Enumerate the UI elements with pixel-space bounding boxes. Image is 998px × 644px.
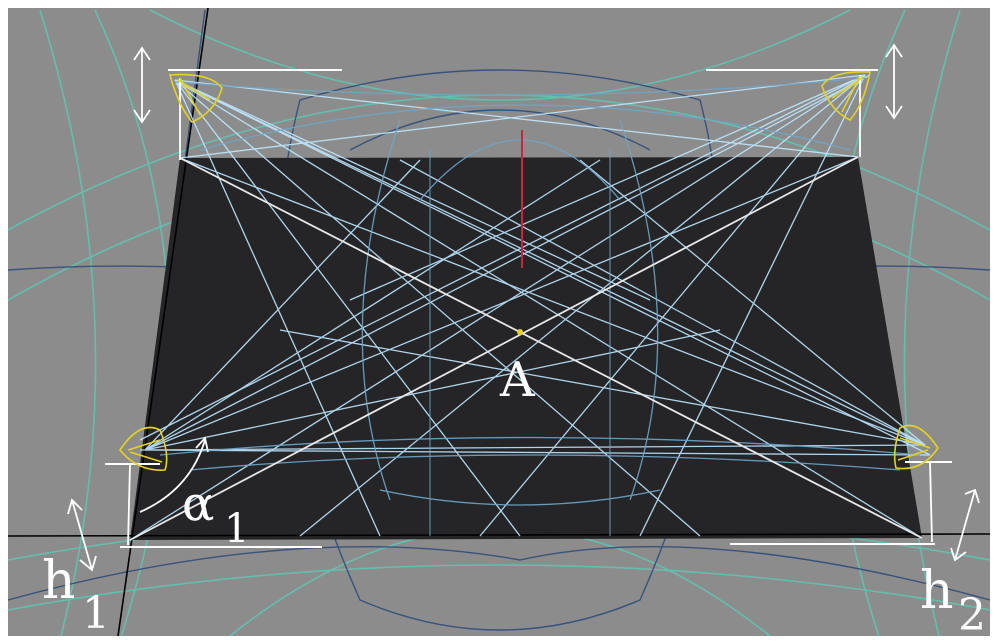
light-fixture-top-right — [821, 70, 871, 121]
height-h1-symbol: h — [42, 551, 76, 611]
height-h2-symbol: h — [920, 561, 954, 621]
plate-diagonals — [129, 156, 923, 541]
light-fixture-top-left — [168, 73, 223, 123]
light-fixture-bottom-right — [893, 424, 939, 470]
point-a-label: A — [499, 352, 536, 408]
height-arrows — [67, 43, 980, 572]
beam-curves — [159, 77, 921, 536]
angle-alpha-subscript: 1 — [224, 506, 249, 552]
height-h1-subscript: 1 — [82, 588, 110, 639]
angle-alpha-symbol: α — [182, 476, 214, 532]
angle-arc — [139, 436, 209, 513]
light-fixture-bottom-left — [119, 426, 168, 471]
axis-lines — [8, 8, 990, 636]
corner-posts — [127, 75, 933, 546]
height-h2-subscript: 2 — [958, 590, 986, 641]
floor-plate — [130, 157, 922, 540]
center-point — [517, 329, 523, 335]
light-beams — [129, 74, 931, 541]
reference-lines — [105, 69, 952, 548]
background-curves — [8, 9, 990, 631]
